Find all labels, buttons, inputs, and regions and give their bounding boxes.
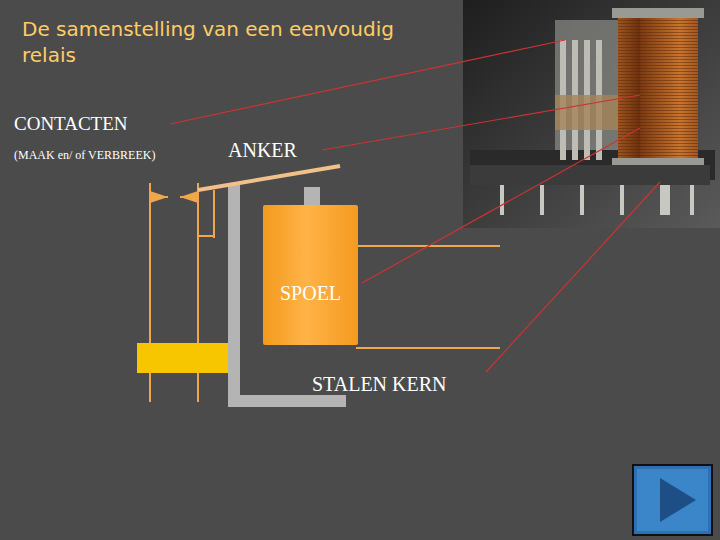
- coil: SPOEL: [263, 205, 358, 345]
- part-name: STALEN KERN: [312, 372, 447, 396]
- coil-wires: [356, 246, 500, 348]
- armature: [198, 166, 340, 190]
- slide-title: De samenstelling van een eenvoudig relai…: [22, 16, 422, 68]
- leader-lines: [170, 40, 660, 372]
- contact-point: [150, 191, 168, 203]
- part-note: (MAAK en/ of VERBREEK): [14, 148, 155, 162]
- part-name: ANKER: [228, 138, 297, 162]
- play-button: [633, 465, 712, 535]
- contact-point: [180, 191, 198, 203]
- relay-photo: [463, 0, 720, 228]
- part-name: CONTACTEN: [14, 113, 128, 136]
- coil-label: SPOEL: [280, 281, 341, 305]
- insulator-block: [137, 343, 228, 373]
